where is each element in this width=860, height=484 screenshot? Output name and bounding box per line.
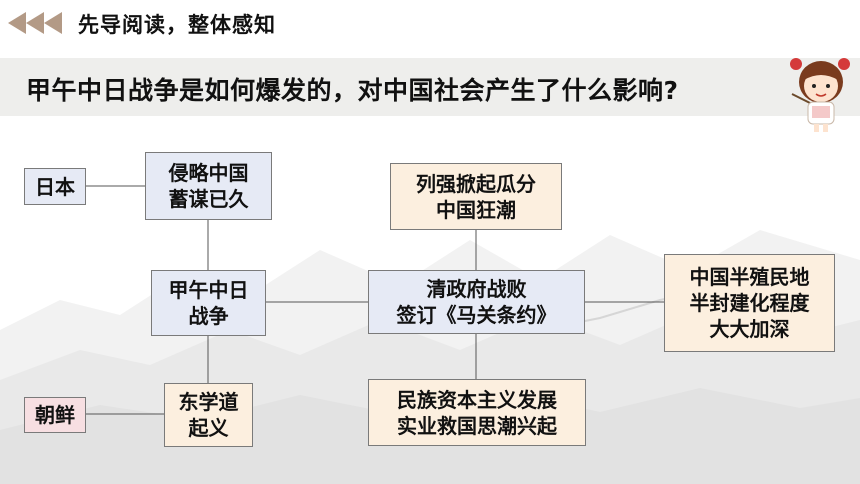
chevron-left-icon — [26, 12, 44, 34]
node-japan: 日本 — [24, 168, 86, 205]
node-donghak-uprising: 东学道 起义 — [164, 383, 253, 447]
node-semi-colonial: 中国半殖民地 半封建化程度 大大加深 — [664, 254, 835, 352]
teacher-girl-with-pointer-icon — [790, 58, 850, 132]
node-sino-japanese-war: 甲午中日 战争 — [151, 270, 266, 336]
node-powers-scramble: 列强掀起瓜分 中国狂潮 — [390, 163, 562, 230]
chevron-left-icon — [44, 12, 62, 34]
node-aggression: 侵略中国 蓄谋已久 — [145, 152, 272, 220]
node-korea: 朝鲜 — [24, 397, 86, 433]
section-title: 先导阅读，整体感知 — [78, 13, 276, 37]
question-banner: 甲午中日战争是如何爆发的，对中国社会产生了什么影响? — [0, 58, 860, 116]
node-treaty-of-shimonoseki: 清政府战败 签订《马关条约》 — [368, 270, 585, 334]
chevron-left-icon — [8, 12, 26, 34]
question-text: 甲午中日战争是如何爆发的，对中国社会产生了什么影响? — [26, 76, 679, 105]
section-header: 先导阅读，整体感知 — [0, 0, 860, 46]
node-national-capitalism: 民族资本主义发展 实业救国思潮兴起 — [368, 379, 586, 446]
